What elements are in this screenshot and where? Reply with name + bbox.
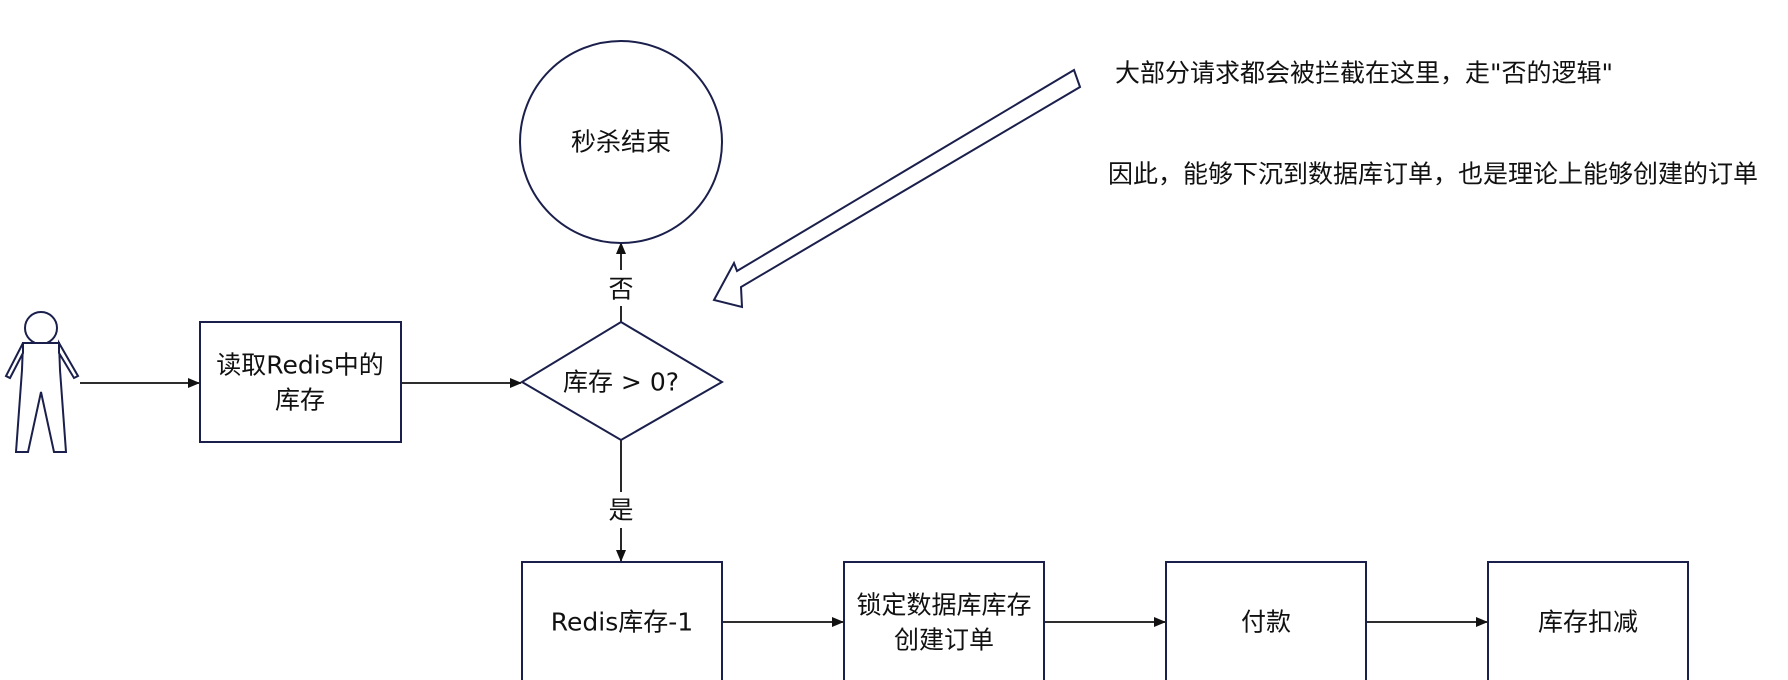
node-lock-db: 锁定数据库库存 创建订单 — [843, 561, 1045, 680]
node-lock-db-line1: 锁定数据库库存 — [856, 591, 1031, 620]
node-redis-decrement: Redis库存-1 — [521, 561, 723, 680]
node-redis-decrement-label: Redis库存-1 — [551, 608, 693, 637]
edge-label-no: 否 — [608, 275, 633, 304]
note-line-2: 因此，能够下沉到数据库订单，也是理论上能够创建的订单 — [1108, 160, 1758, 189]
node-lock-db-line2: 创建订单 — [894, 626, 994, 655]
node-payment: 付款 — [1165, 561, 1367, 680]
node-end-label: 秒杀结束 — [571, 128, 671, 157]
node-read-redis-line1: 读取Redis中的 — [216, 351, 383, 380]
node-decision: 库存 > 0? — [520, 320, 724, 442]
node-deduct-stock: 库存扣减 — [1487, 561, 1689, 680]
node-payment-label: 付款 — [1241, 608, 1291, 637]
annotation-arrow-icon — [712, 68, 1082, 309]
note-line-1: 大部分请求都会被拦截在这里，走"否的逻辑" — [1115, 59, 1613, 88]
node-deduct-stock-label: 库存扣减 — [1538, 608, 1638, 637]
edge-label-yes: 是 — [608, 496, 633, 525]
user-actor-icon — [4, 311, 80, 453]
node-decision-label: 库存 > 0? — [563, 368, 679, 397]
node-read-redis: 读取Redis中的 库存 — [199, 321, 402, 443]
node-read-redis-line2: 库存 — [275, 386, 325, 415]
node-end: 秒杀结束 — [519, 40, 723, 244]
